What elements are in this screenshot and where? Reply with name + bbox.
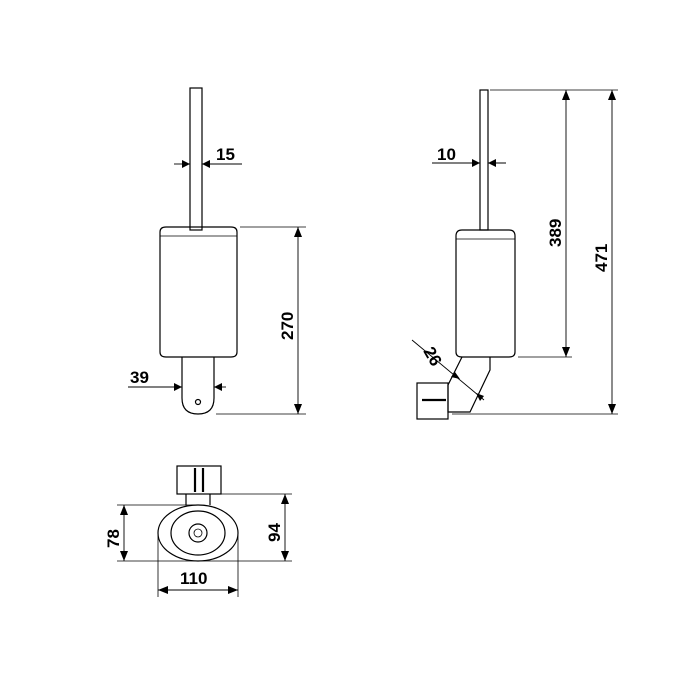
front-view: 15 270 39 xyxy=(128,87,306,415)
front-bottom-tip xyxy=(181,357,215,415)
side-holder-body xyxy=(455,229,516,358)
dim-label-94: 94 xyxy=(265,523,284,542)
top-inner-ellipse xyxy=(170,510,226,556)
dim-side-total-height: 471 xyxy=(452,89,618,415)
dim-front-height: 270 xyxy=(216,226,306,415)
dim-top-depth-outer: 94 xyxy=(200,493,292,562)
dim-front-rod: 15 xyxy=(174,145,242,168)
dim-top-width: 110 xyxy=(157,533,239,597)
front-rod xyxy=(189,87,203,231)
dim-label-10: 10 xyxy=(437,145,456,164)
dim-label-78: 78 xyxy=(104,529,123,548)
top-view: 78 94 110 xyxy=(104,465,292,597)
dim-label-270: 270 xyxy=(278,312,297,340)
dim-front-tip: 39 xyxy=(128,368,226,391)
dim-side-brush-length: 389 xyxy=(490,89,572,358)
side-angled-arm xyxy=(447,356,491,413)
dim-label-15: 15 xyxy=(216,145,235,164)
side-view: 10 389 471 26 xyxy=(411,89,618,420)
top-wall-plate xyxy=(176,465,222,495)
side-wall-plate xyxy=(416,382,449,420)
dim-label-110: 110 xyxy=(180,569,207,588)
dim-label-26: 26 xyxy=(420,344,446,370)
dim-top-depth-inner: 78 xyxy=(104,504,196,562)
front-holder-body xyxy=(159,226,238,358)
dim-label-471: 471 xyxy=(592,244,611,272)
dim-label-389: 389 xyxy=(546,219,565,247)
top-outer-ellipse xyxy=(157,504,239,562)
side-rod xyxy=(479,89,489,231)
dim-side-rod: 10 xyxy=(432,145,506,167)
dim-label-39: 39 xyxy=(130,368,149,387)
